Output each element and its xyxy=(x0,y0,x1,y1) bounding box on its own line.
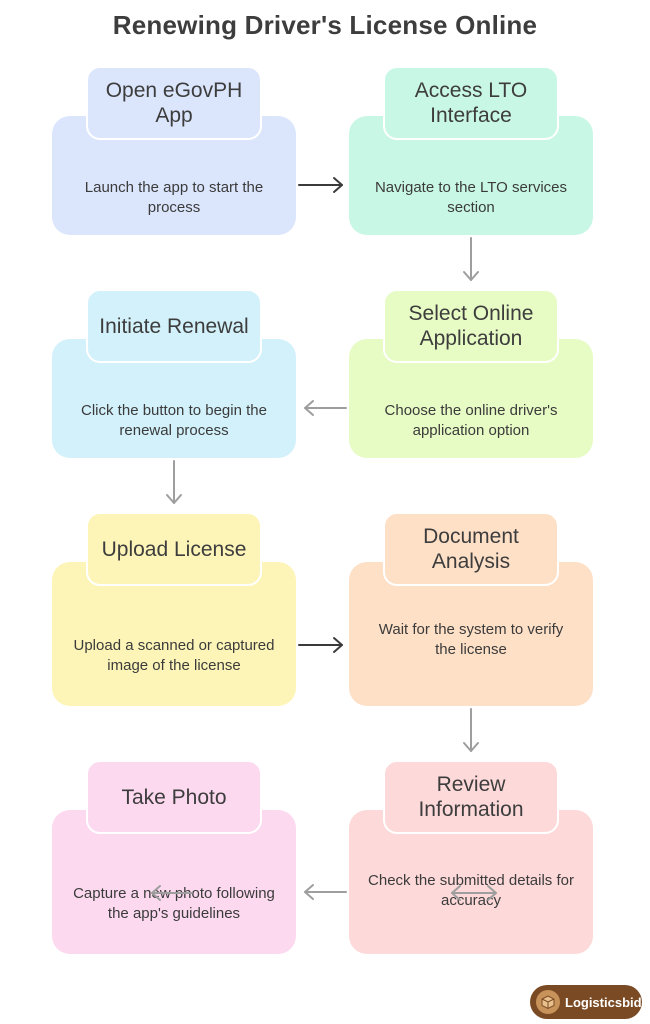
step-select-online-application: Choose the online driver's application o… xyxy=(349,289,593,458)
step-1-header: Open eGovPH App xyxy=(86,66,262,140)
step-6-description: Wait for the system to verify the licens… xyxy=(378,621,564,658)
step-6-body: Wait for the system to verify the licens… xyxy=(349,562,593,706)
step-6-header: Document Analysis xyxy=(383,512,559,586)
step-review-information: Check the submitted details for accuracy… xyxy=(349,760,593,954)
step-5-description: Upload a scanned or captured image of th… xyxy=(73,637,275,674)
step-7-heading: Review Information xyxy=(418,773,524,821)
arrow-down-icon xyxy=(463,708,479,752)
arrow-left-icon xyxy=(304,884,347,900)
step-6-heading: Document Analysis xyxy=(423,525,519,573)
step-initiate-renewal: Click the button to begin the renewal pr… xyxy=(52,289,296,458)
step-2-heading: Access LTO Interface xyxy=(414,79,528,127)
arrow-down-icon xyxy=(463,237,479,281)
step-2-header: Access LTO Interface xyxy=(383,66,559,140)
step-5-header: Upload License xyxy=(86,512,262,586)
step-7-header: Review Information xyxy=(383,760,559,834)
step-4-header: Initiate Renewal xyxy=(86,289,262,363)
step-take-photo: Capture a new photo following the app's … xyxy=(52,760,296,954)
logisticsbid-logo-badge: Logisticsbid xyxy=(530,985,642,1019)
step-5-body: Upload a scanned or captured image of th… xyxy=(52,562,296,706)
diagram-title: Renewing Driver's License Online xyxy=(112,10,538,40)
step-3-description: Choose the online driver's application o… xyxy=(384,401,558,439)
step-1-description: Launch the app to start the process xyxy=(84,178,264,216)
step-document-analysis: Wait for the system to verify the licens… xyxy=(349,512,593,706)
step-8-heading: Take Photo xyxy=(121,785,227,809)
step-8-body: Capture a new photo following the app's … xyxy=(52,810,296,954)
step-upload-license: Upload a scanned or captured image of th… xyxy=(52,512,296,706)
step-7-description: Check the submitted details for accuracy xyxy=(368,872,574,909)
step-3-heading: Select Online Application xyxy=(408,302,534,350)
step-3-header: Select Online Application xyxy=(383,289,559,363)
box-icon xyxy=(536,990,560,1014)
step-2-description: Navigate to the LTO services section xyxy=(374,178,568,216)
step-7-body: Check the submitted details for accuracy xyxy=(349,810,593,954)
step-1-heading: Open eGovPH App xyxy=(105,79,243,127)
arrow-left-icon xyxy=(304,400,347,416)
arrow-right-icon xyxy=(298,177,343,193)
step-4-description: Click the button to begin the renewal pr… xyxy=(81,401,267,439)
step-access-lto-interface: Navigate to the LTO services section Acc… xyxy=(349,66,593,235)
badge-label: Logisticsbid xyxy=(565,994,642,1010)
step-4-heading: Initiate Renewal xyxy=(99,314,249,338)
step-8-header: Take Photo xyxy=(86,760,262,834)
arrow-down-icon xyxy=(166,460,182,504)
step-open-egovph-app: Launch the app to start the process Open… xyxy=(52,66,296,235)
step-8-description: Capture a new photo following the app's … xyxy=(73,885,275,922)
step-5-heading: Upload License xyxy=(101,537,247,561)
arrow-right-icon xyxy=(298,637,343,653)
